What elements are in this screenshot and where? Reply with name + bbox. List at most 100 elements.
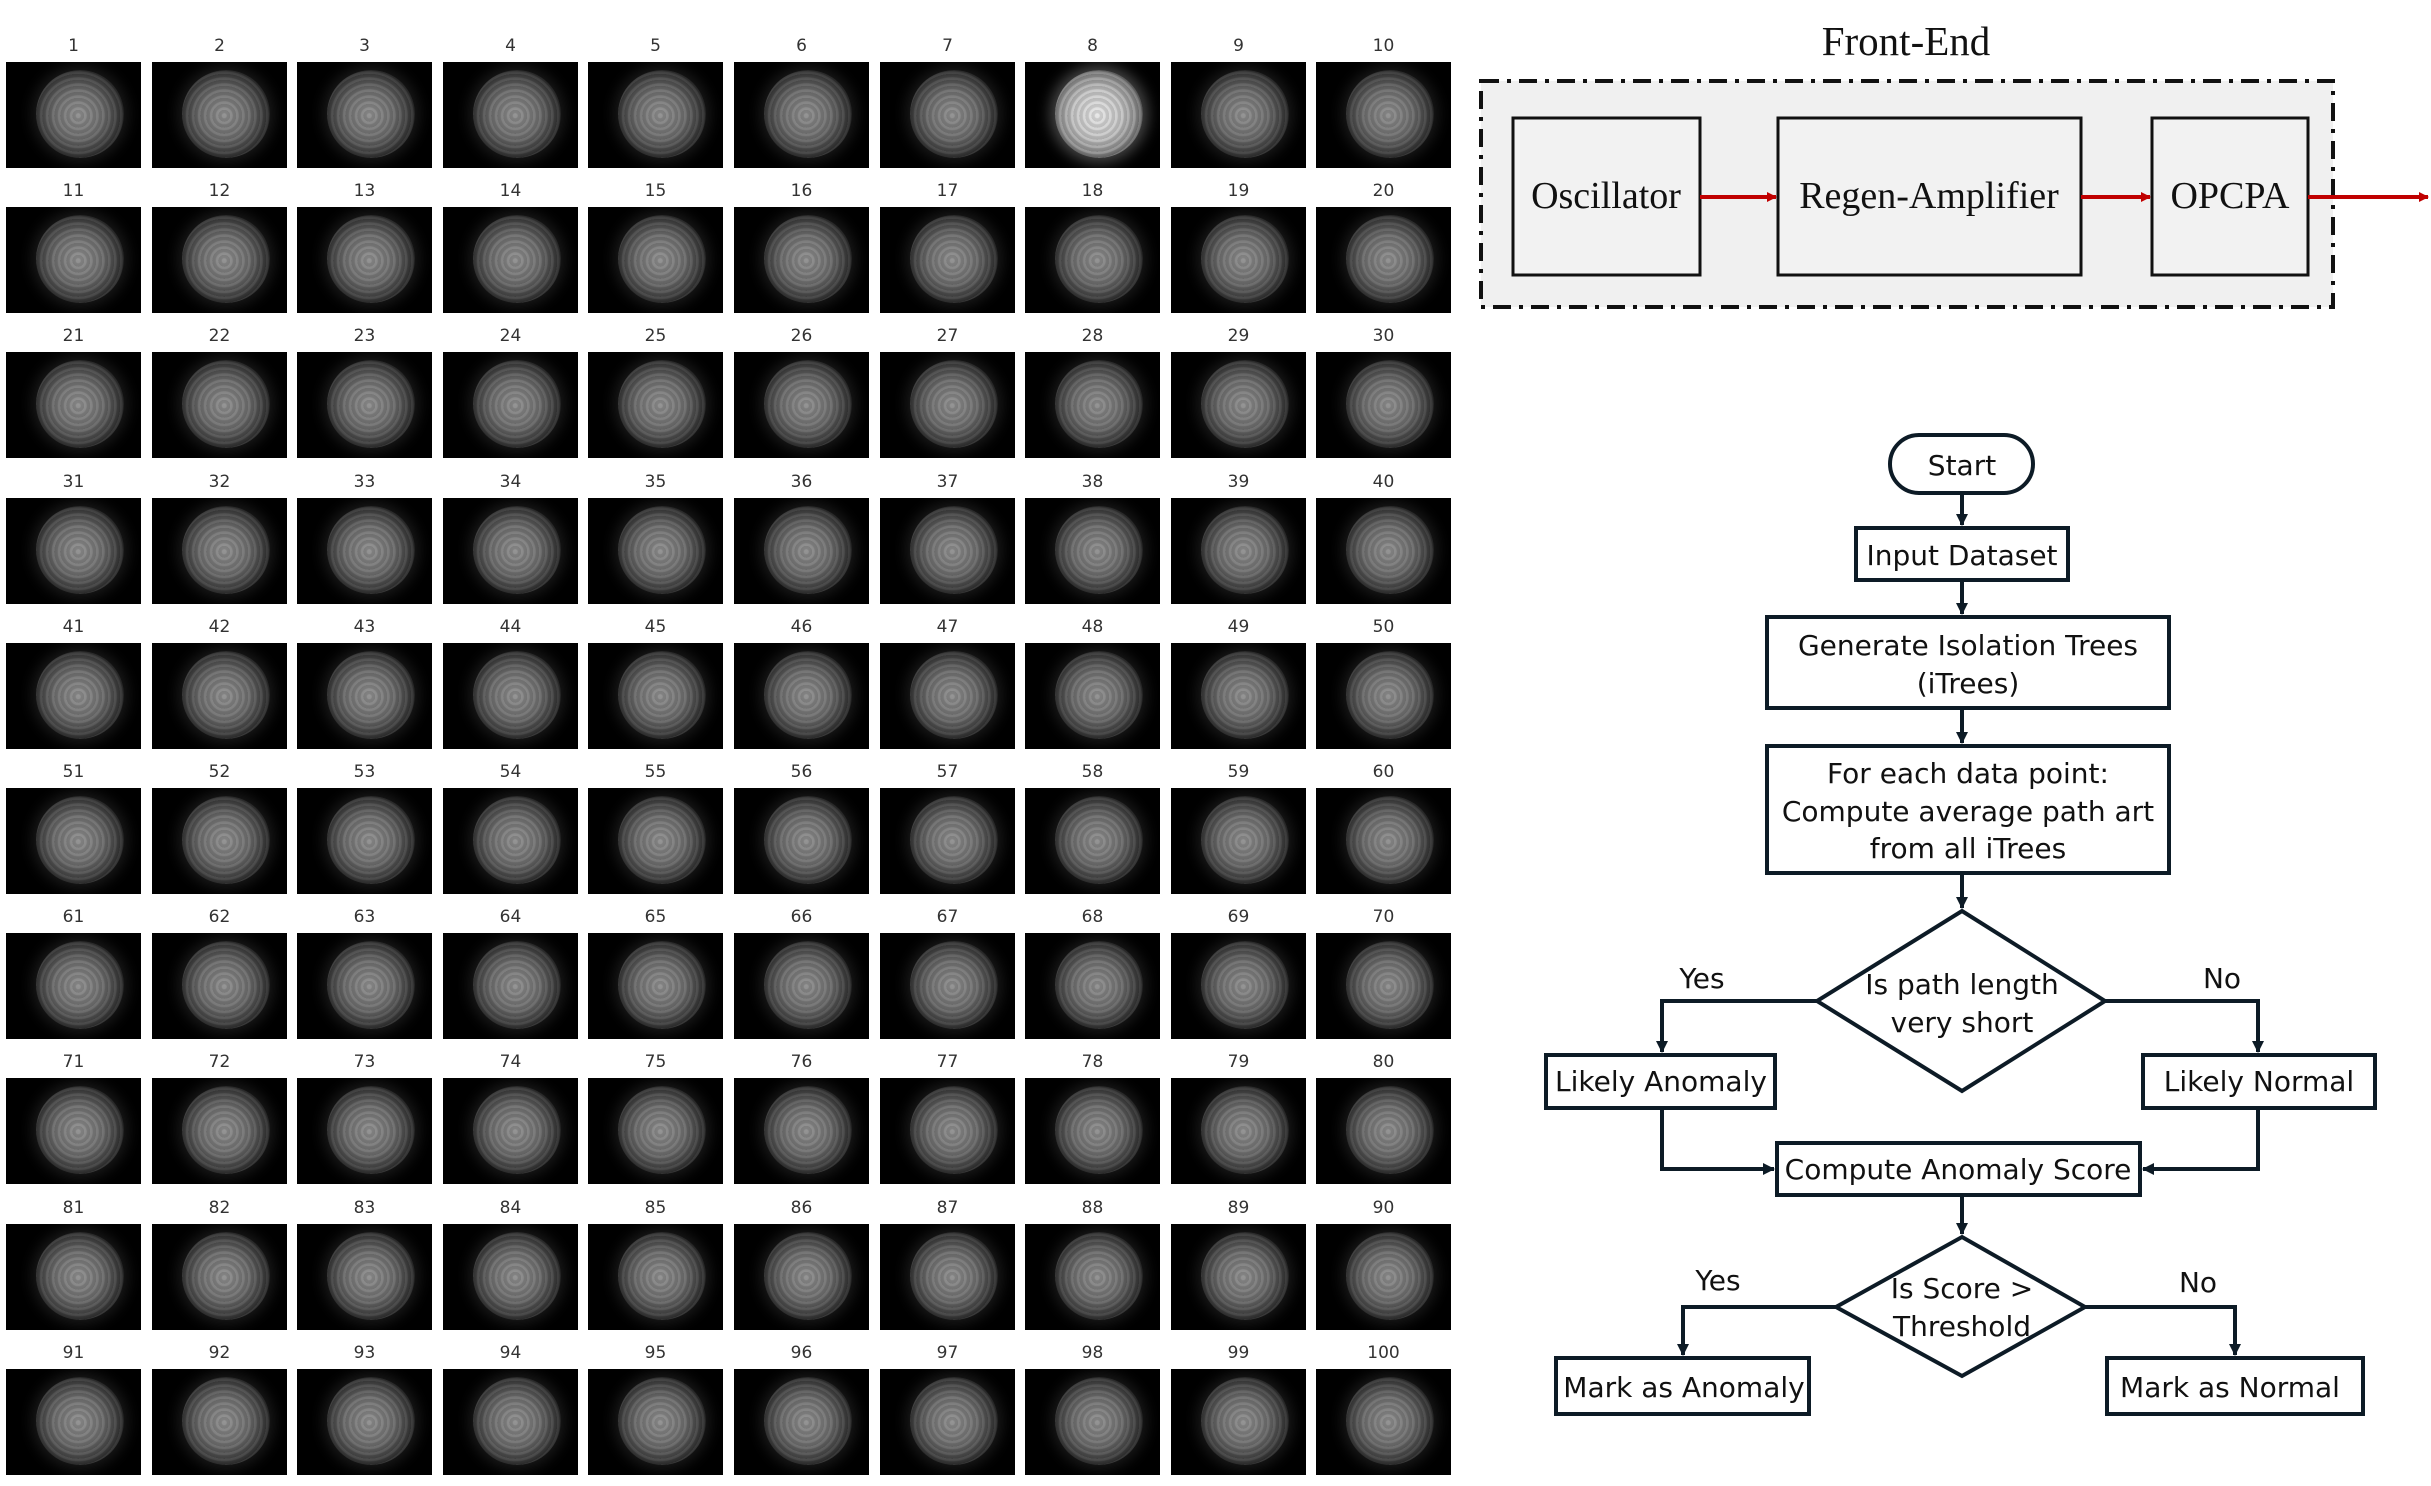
- frame-number: 68: [1081, 907, 1104, 927]
- beam-spot: [1055, 1232, 1143, 1320]
- frame-tile: 43: [297, 615, 432, 760]
- frame-tile: 71: [6, 1050, 141, 1195]
- frame-number: 12: [208, 181, 231, 201]
- frame-tile: 30: [1316, 324, 1451, 469]
- frame-number: 82: [208, 1198, 231, 1218]
- frame-tile: 77: [880, 1050, 1015, 1195]
- beam-spot: [327, 796, 415, 884]
- frame-number: 23: [353, 326, 376, 346]
- beam-profile-image: [588, 643, 723, 749]
- frame-number: 32: [208, 472, 231, 492]
- beam-profile-image: [588, 62, 723, 168]
- frame-number: 56: [790, 762, 813, 782]
- beam-spot: [36, 70, 124, 158]
- frame-tile: 8: [1025, 34, 1160, 179]
- frame-tile: 92: [152, 1341, 287, 1486]
- beam-spot: [618, 1086, 706, 1174]
- frame-tile: 9: [1171, 34, 1306, 179]
- frame-tile: 97: [880, 1341, 1015, 1486]
- generate-itrees-label-2: (iTrees): [1917, 667, 2020, 700]
- frame-tile: 38: [1025, 470, 1160, 615]
- frame-tile: 74: [443, 1050, 578, 1195]
- beam-profile-image: [1171, 352, 1306, 458]
- decision-path-label-2: very short: [1891, 1006, 2034, 1039]
- beam-spot: [764, 1232, 852, 1320]
- frame-number: 41: [62, 617, 85, 637]
- frame-number: 17: [936, 181, 959, 201]
- oscillator-box: [1511, 116, 1702, 277]
- beam-profile-image: [588, 1078, 723, 1184]
- beam-profile-image: [880, 498, 1015, 604]
- beam-profile-image: [734, 643, 869, 749]
- frame-number: 90: [1372, 1198, 1395, 1218]
- mark-anomaly-node: [1554, 1356, 1811, 1416]
- frame-tile: 33: [297, 470, 432, 615]
- beam-profile-image: [297, 62, 432, 168]
- likely-normal-label: Likely Normal: [2164, 1065, 2354, 1098]
- beam-profile-image: [6, 1078, 141, 1184]
- frame-tile: 14: [443, 179, 578, 324]
- beam-profile-image: [6, 643, 141, 749]
- beam-spot: [327, 1086, 415, 1174]
- beam-profile-image: [588, 352, 723, 458]
- front-end-diagram: Front-End Oscillator Regen-Amplifier OPC…: [1479, 18, 2429, 309]
- frame-tile: 45: [588, 615, 723, 760]
- beam-spot: [910, 215, 998, 303]
- frame-number: 9: [1233, 36, 1244, 56]
- no-label-2: No: [2179, 1266, 2217, 1299]
- beam-profile-image: [588, 933, 723, 1039]
- frame-number: 22: [208, 326, 231, 346]
- frame-number: 53: [353, 762, 376, 782]
- beam-profile-image: [588, 788, 723, 894]
- beam-profile-image: [443, 1078, 578, 1184]
- frame-tile: 50: [1316, 615, 1451, 760]
- beam-profile-image: [734, 1369, 869, 1475]
- frame-tile: 64: [443, 905, 578, 1050]
- compute-score-node: [1775, 1141, 2142, 1197]
- frame-number: 72: [208, 1052, 231, 1072]
- beam-spot: [1346, 796, 1434, 884]
- compute-path-label-3: from all iTrees: [1870, 832, 2066, 865]
- beam-profile-image: [1025, 352, 1160, 458]
- beam-spot: [910, 70, 998, 158]
- beam-spot: [327, 1232, 415, 1320]
- beam-spot: [182, 215, 270, 303]
- beam-spot: [1055, 1377, 1143, 1465]
- beam-profile-image: [443, 498, 578, 604]
- beam-profile-image: [880, 1078, 1015, 1184]
- frame-tile: 18: [1025, 179, 1160, 324]
- frame-tile: 87: [880, 1196, 1015, 1341]
- likely-anomaly-node: [1544, 1053, 1777, 1110]
- frame-number: 59: [1227, 762, 1250, 782]
- beam-profile-image: [880, 643, 1015, 749]
- beam-profile-image: [1171, 498, 1306, 604]
- frame-number: 30: [1372, 326, 1395, 346]
- beam-profile-image: [297, 933, 432, 1039]
- frame-number: 2: [214, 36, 225, 56]
- beam-spot: [182, 651, 270, 739]
- beam-spot: [36, 941, 124, 1029]
- beam-profile-image: [880, 352, 1015, 458]
- frame-tile: 69: [1171, 905, 1306, 1050]
- frame-number: 96: [790, 1343, 813, 1363]
- beam-spot: [473, 796, 561, 884]
- frame-tile: 81: [6, 1196, 141, 1341]
- frame-number: 31: [62, 472, 85, 492]
- beam-profile-image: [880, 1369, 1015, 1475]
- frame-tile: 63: [297, 905, 432, 1050]
- frame-number: 24: [499, 326, 522, 346]
- beam-profile-image: [1025, 498, 1160, 604]
- beam-spot: [327, 1377, 415, 1465]
- frame-tile: 68: [1025, 905, 1160, 1050]
- input-dataset-node: [1854, 526, 2070, 582]
- beam-spot: [182, 796, 270, 884]
- frame-tile: 62: [152, 905, 287, 1050]
- frame-tile: 76: [734, 1050, 869, 1195]
- frame-number: 47: [936, 617, 959, 637]
- frame-number: 4: [505, 36, 516, 56]
- beam-spot: [1201, 1086, 1289, 1174]
- frame-number: 13: [353, 181, 376, 201]
- frame-number: 37: [936, 472, 959, 492]
- frame-number: 93: [353, 1343, 376, 1363]
